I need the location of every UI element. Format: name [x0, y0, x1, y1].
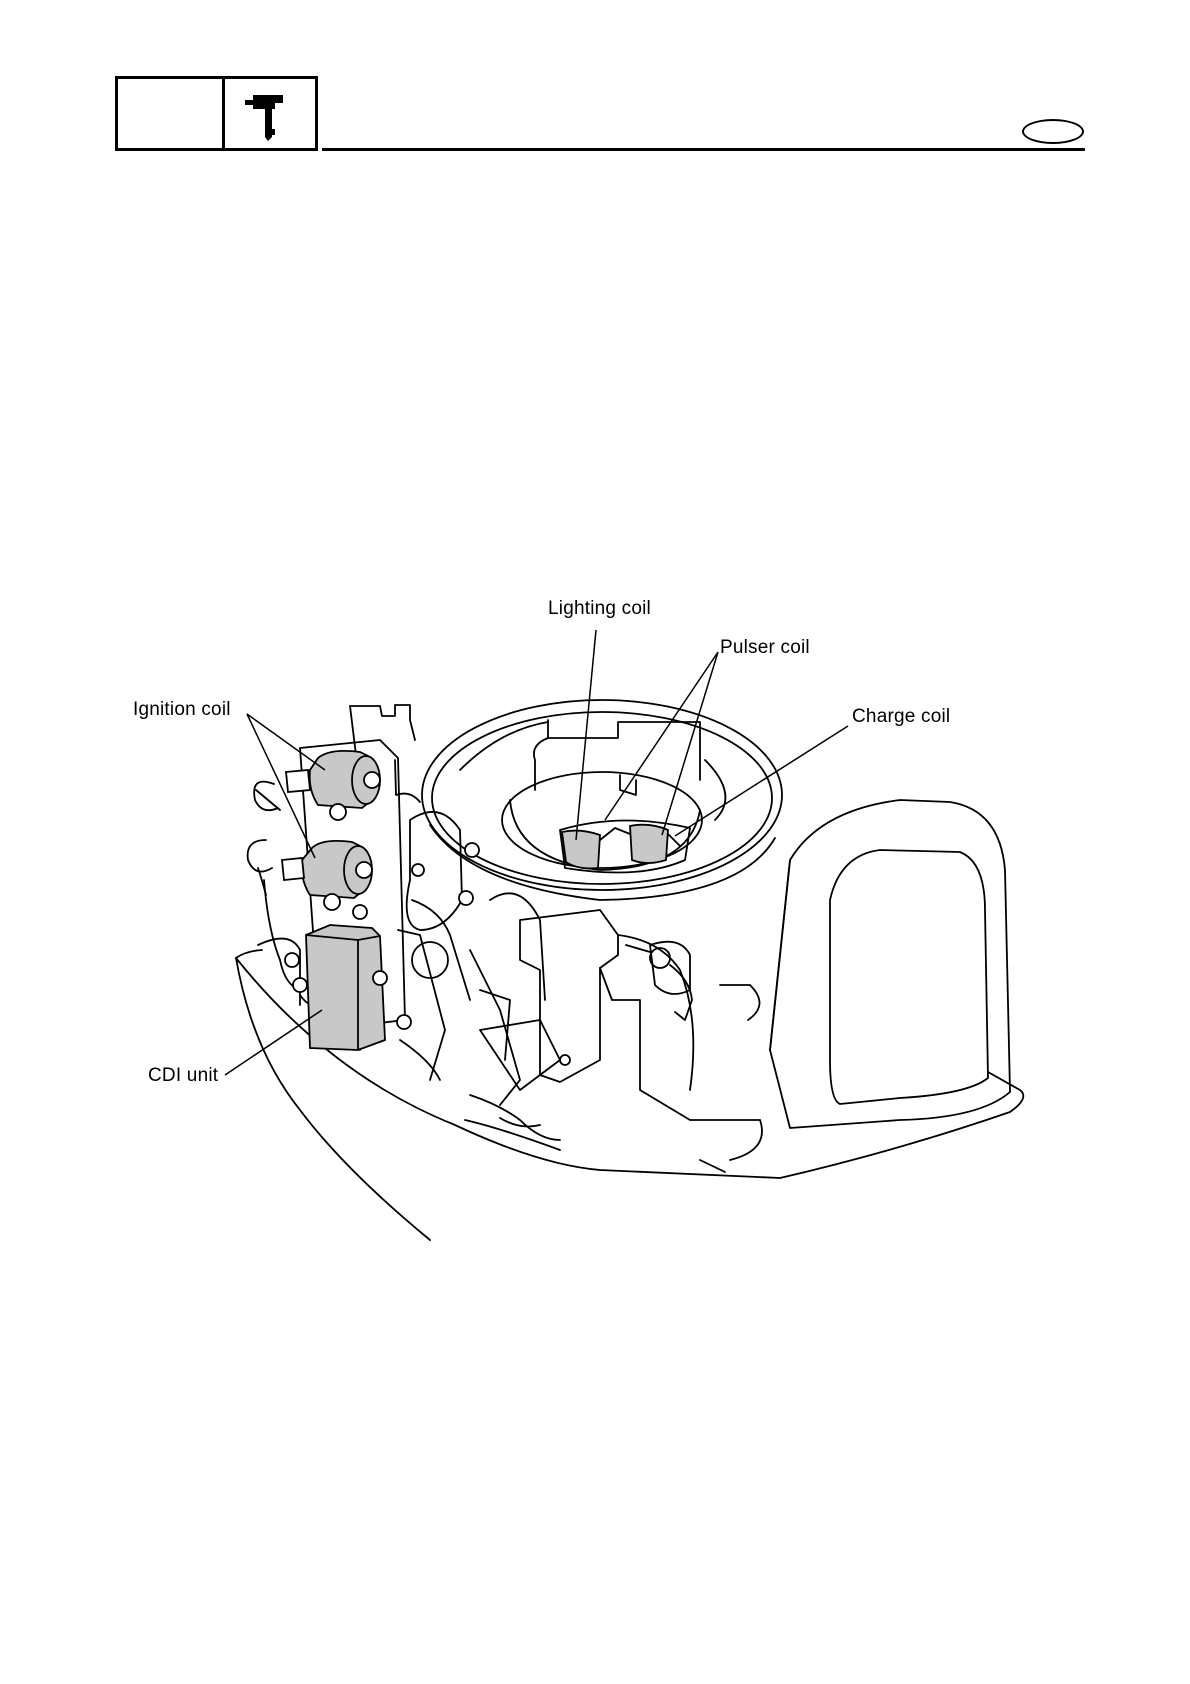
leader-cdi-unit — [225, 1010, 322, 1075]
leader-ignition-coil-a — [247, 714, 325, 770]
leader-pulser-coil-b — [662, 652, 718, 835]
label-ignition-coil: Ignition coil — [133, 699, 231, 721]
cdi-unit — [306, 925, 385, 1050]
label-pulser-coil: Pulser coil — [720, 637, 810, 659]
leader-lighting-coil — [576, 630, 596, 840]
leader-charge-coil — [675, 726, 848, 836]
label-lighting-coil: Lighting coil — [548, 598, 651, 620]
top-cowling — [770, 800, 1010, 1128]
flywheel-outer — [422, 700, 782, 890]
label-charge-coil: Charge coil — [852, 706, 950, 728]
leader-pulser-coil-a — [605, 652, 718, 820]
label-cdi-unit: CDI unit — [148, 1065, 218, 1087]
